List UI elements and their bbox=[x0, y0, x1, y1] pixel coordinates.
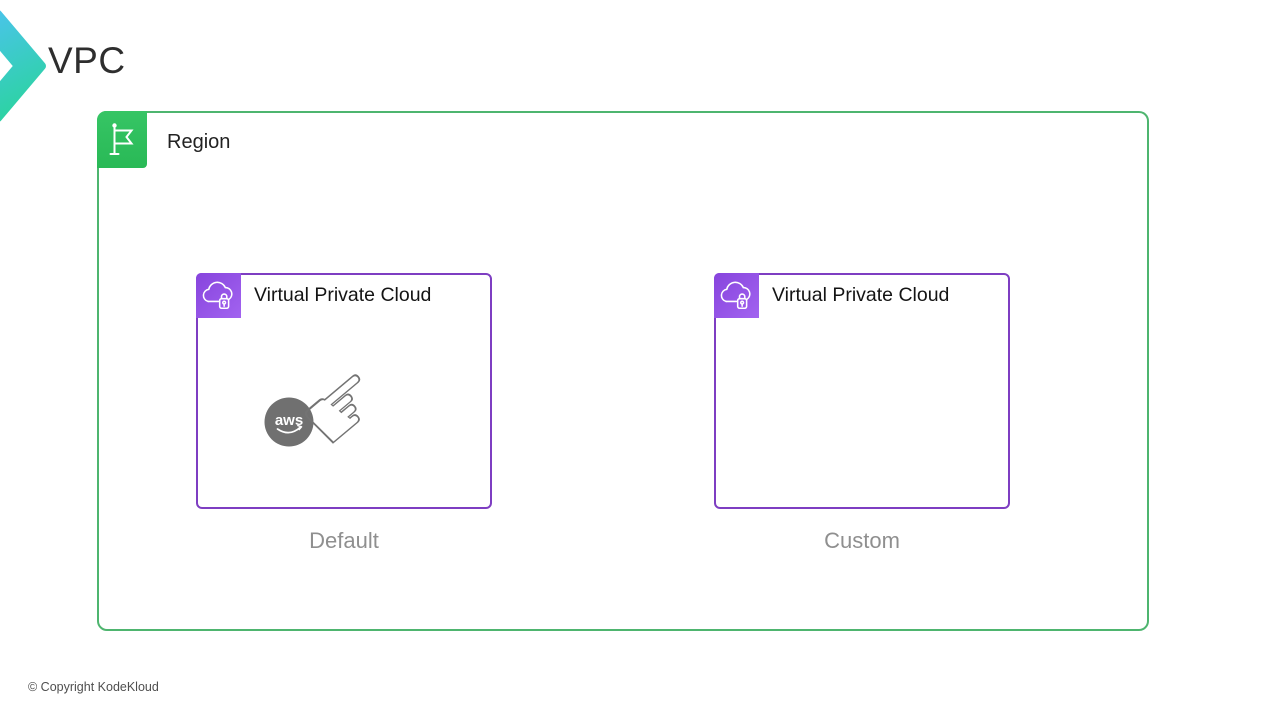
region-label: Region bbox=[167, 131, 231, 153]
page-title: VPC bbox=[48, 40, 126, 81]
vpc-card-caption-default: Default bbox=[309, 528, 379, 553]
aws-logo-text: aws bbox=[275, 412, 303, 429]
vpc-card-default: Virtual Private Cloud bbox=[196, 273, 492, 509]
vpc-card-title: Virtual Private Cloud bbox=[254, 284, 432, 306]
vpc-card-caption-custom: Custom bbox=[824, 528, 900, 553]
vpc-icon-box bbox=[196, 273, 241, 318]
region-flag-icon-box bbox=[97, 111, 147, 168]
cloud-lock-icon bbox=[202, 281, 233, 310]
flag-icon bbox=[109, 122, 134, 155]
kodekloud-chevron-logo bbox=[0, 10, 46, 122]
copyright-text: © Copyright KodeKloud bbox=[28, 680, 159, 694]
vpc-card-title: Virtual Private Cloud bbox=[772, 284, 950, 306]
vpc-icon-box bbox=[714, 273, 759, 318]
cloud-lock-icon bbox=[720, 281, 751, 310]
vpc-card-custom: Virtual Private Cloud bbox=[714, 273, 1010, 509]
aws-logo-badge: aws bbox=[264, 397, 314, 447]
